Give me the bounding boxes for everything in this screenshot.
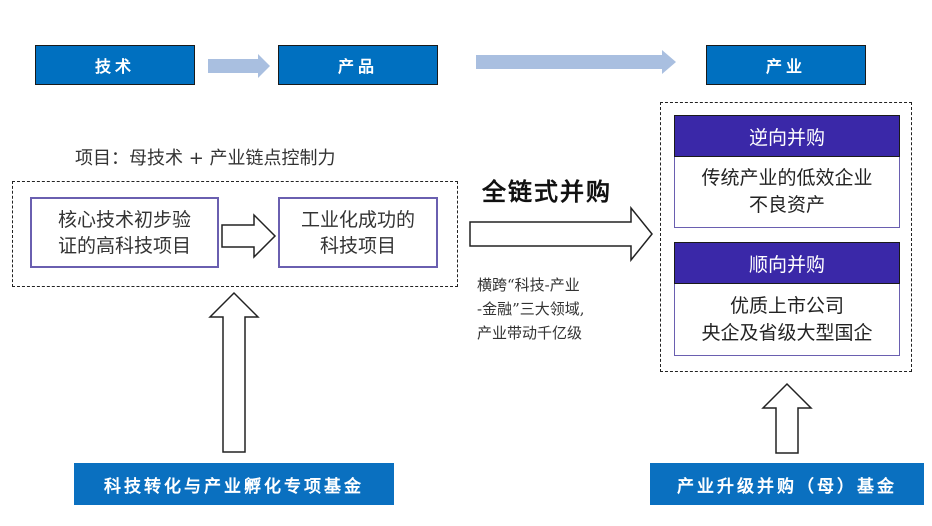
tech-incubation-fund-box: 科技转化与产业孵化专项基金 <box>74 463 394 505</box>
stage-product-label: 产品 <box>337 57 378 76</box>
industrialized-project-box: 工业化成功的 科技项目 <box>278 197 438 268</box>
hollow-arrow-right-large <box>469 205 653 263</box>
chain-merger-title: 全链式并购 <box>482 177 612 206</box>
forward-merger-line-1: 优质上市公司 <box>729 294 844 317</box>
stage-tech-label: 技术 <box>94 57 135 76</box>
stage-industry-box: 产业 <box>706 45 866 85</box>
hollow-arrow-right-small <box>221 213 277 259</box>
early-project-line-1: 核心技术初步验 <box>57 208 191 231</box>
note-line-2: -金融”三大领域, <box>477 300 585 318</box>
stage-product-box: 产品 <box>278 45 438 85</box>
reverse-merger-line-2: 不良资产 <box>748 194 825 216</box>
forward-merger-label: 顺向并购 <box>748 253 825 276</box>
early-project-box: 核心技术初步验 证的高科技项目 <box>30 197 219 268</box>
tech-incubation-fund-label: 科技转化与产业孵化专项基金 <box>104 476 364 497</box>
industrialized-project-line-1: 工业化成功的 <box>300 208 415 231</box>
forward-merger-header: 顺向并购 <box>674 242 900 284</box>
industry-merger-fund-label: 产业升级并购（母）基金 <box>677 476 897 497</box>
early-project-line-2: 证的高科技项目 <box>57 234 191 257</box>
flow-arrow-tech-to-product <box>208 54 270 78</box>
stage-industry-label: 产业 <box>765 57 806 76</box>
forward-merger-body: 优质上市公司 央企及省级大型国企 <box>674 284 900 356</box>
hollow-arrow-up-right <box>761 382 813 454</box>
hollow-arrow-up-left <box>208 291 260 453</box>
industry-merger-fund-box: 产业升级并购（母）基金 <box>650 463 924 505</box>
project-container <box>12 181 458 287</box>
reverse-merger-label: 逆向并购 <box>748 126 825 149</box>
flow-arrow-product-to-industry <box>476 50 676 74</box>
stage-tech-box: 技术 <box>35 45 195 85</box>
project-subtitle: 项目：母技术 + 产业链点控制力 <box>75 148 336 169</box>
reverse-merger-body: 传统产业的低效企业 不良资产 <box>674 157 900 228</box>
merger-container <box>660 102 912 372</box>
note-line-1: 横跨“科技-产业 <box>477 276 580 294</box>
reverse-merger-line-1: 传统产业的低效企业 <box>701 167 873 189</box>
reverse-merger-header: 逆向并购 <box>674 115 900 157</box>
chain-merger-note: 横跨“科技-产业 -金融”三大领域, 产业带动千亿级 <box>477 273 585 345</box>
forward-merger-line-2: 央企及省级大型国企 <box>701 321 873 344</box>
note-line-3: 产业带动千亿级 <box>477 324 583 342</box>
industrialized-project-line-2: 科技项目 <box>319 234 396 257</box>
